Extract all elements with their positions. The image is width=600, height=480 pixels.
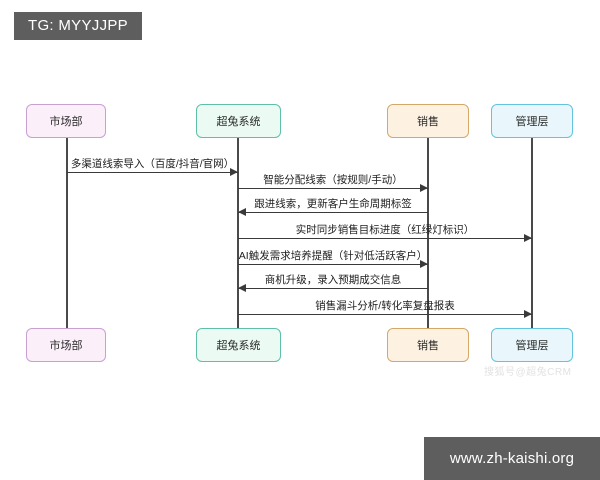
lifeline-system <box>237 138 239 328</box>
tg-watermark-badge: TG: MYYJJPP <box>14 12 142 40</box>
url-watermark-banner: www.zh-kaishi.org <box>424 437 600 480</box>
lifeline-sales <box>427 138 429 328</box>
message-label-4: 实时同步销售目标进度（红绿灯标识） <box>295 224 475 236</box>
message-line-6 <box>238 288 428 290</box>
message-label-1: 多渠道线索导入（百度/抖音/官网） <box>70 158 235 170</box>
message-label-2: 智能分配线索（按规则/手动） <box>263 174 403 186</box>
message-arrowhead-3 <box>238 208 246 217</box>
message-arrowhead-2 <box>420 184 428 193</box>
message-line-2 <box>238 188 428 190</box>
message-arrowhead-1 <box>230 168 238 177</box>
message-line-3 <box>238 212 428 214</box>
participant-system-bottom[interactable]: 超兔系统 <box>196 328 281 362</box>
message-arrowhead-6 <box>238 284 246 293</box>
message-label-6: 商机升级，录入预期成交信息 <box>264 274 402 286</box>
message-line-4 <box>238 238 532 240</box>
message-line-7 <box>238 314 532 316</box>
participant-manager-top[interactable]: 管理层 <box>491 104 573 138</box>
lifeline-market <box>66 138 68 328</box>
participant-system-top[interactable]: 超兔系统 <box>196 104 281 138</box>
participant-sales-bottom[interactable]: 销售 <box>387 328 469 362</box>
message-label-3: 跟进线索，更新客户生命周期标签 <box>254 198 412 210</box>
lifeline-manager <box>531 138 533 328</box>
message-line-5 <box>238 264 428 266</box>
message-label-5: AI触发需求培养提醒（针对低活跃客户） <box>238 250 428 262</box>
message-arrowhead-4 <box>524 234 532 243</box>
participant-sales-top[interactable]: 销售 <box>387 104 469 138</box>
participant-market-bottom[interactable]: 市场部 <box>26 328 106 362</box>
message-arrowhead-5 <box>420 260 428 269</box>
message-arrowhead-7 <box>524 310 532 319</box>
participant-manager-bottom[interactable]: 管理层 <box>491 328 573 362</box>
message-line-1 <box>67 172 238 174</box>
participant-market-top[interactable]: 市场部 <box>26 104 106 138</box>
sohu-watermark: 搜狐号@超兔CRM <box>484 367 572 378</box>
message-label-7: 销售漏斗分析/转化率复盘报表 <box>315 300 455 312</box>
